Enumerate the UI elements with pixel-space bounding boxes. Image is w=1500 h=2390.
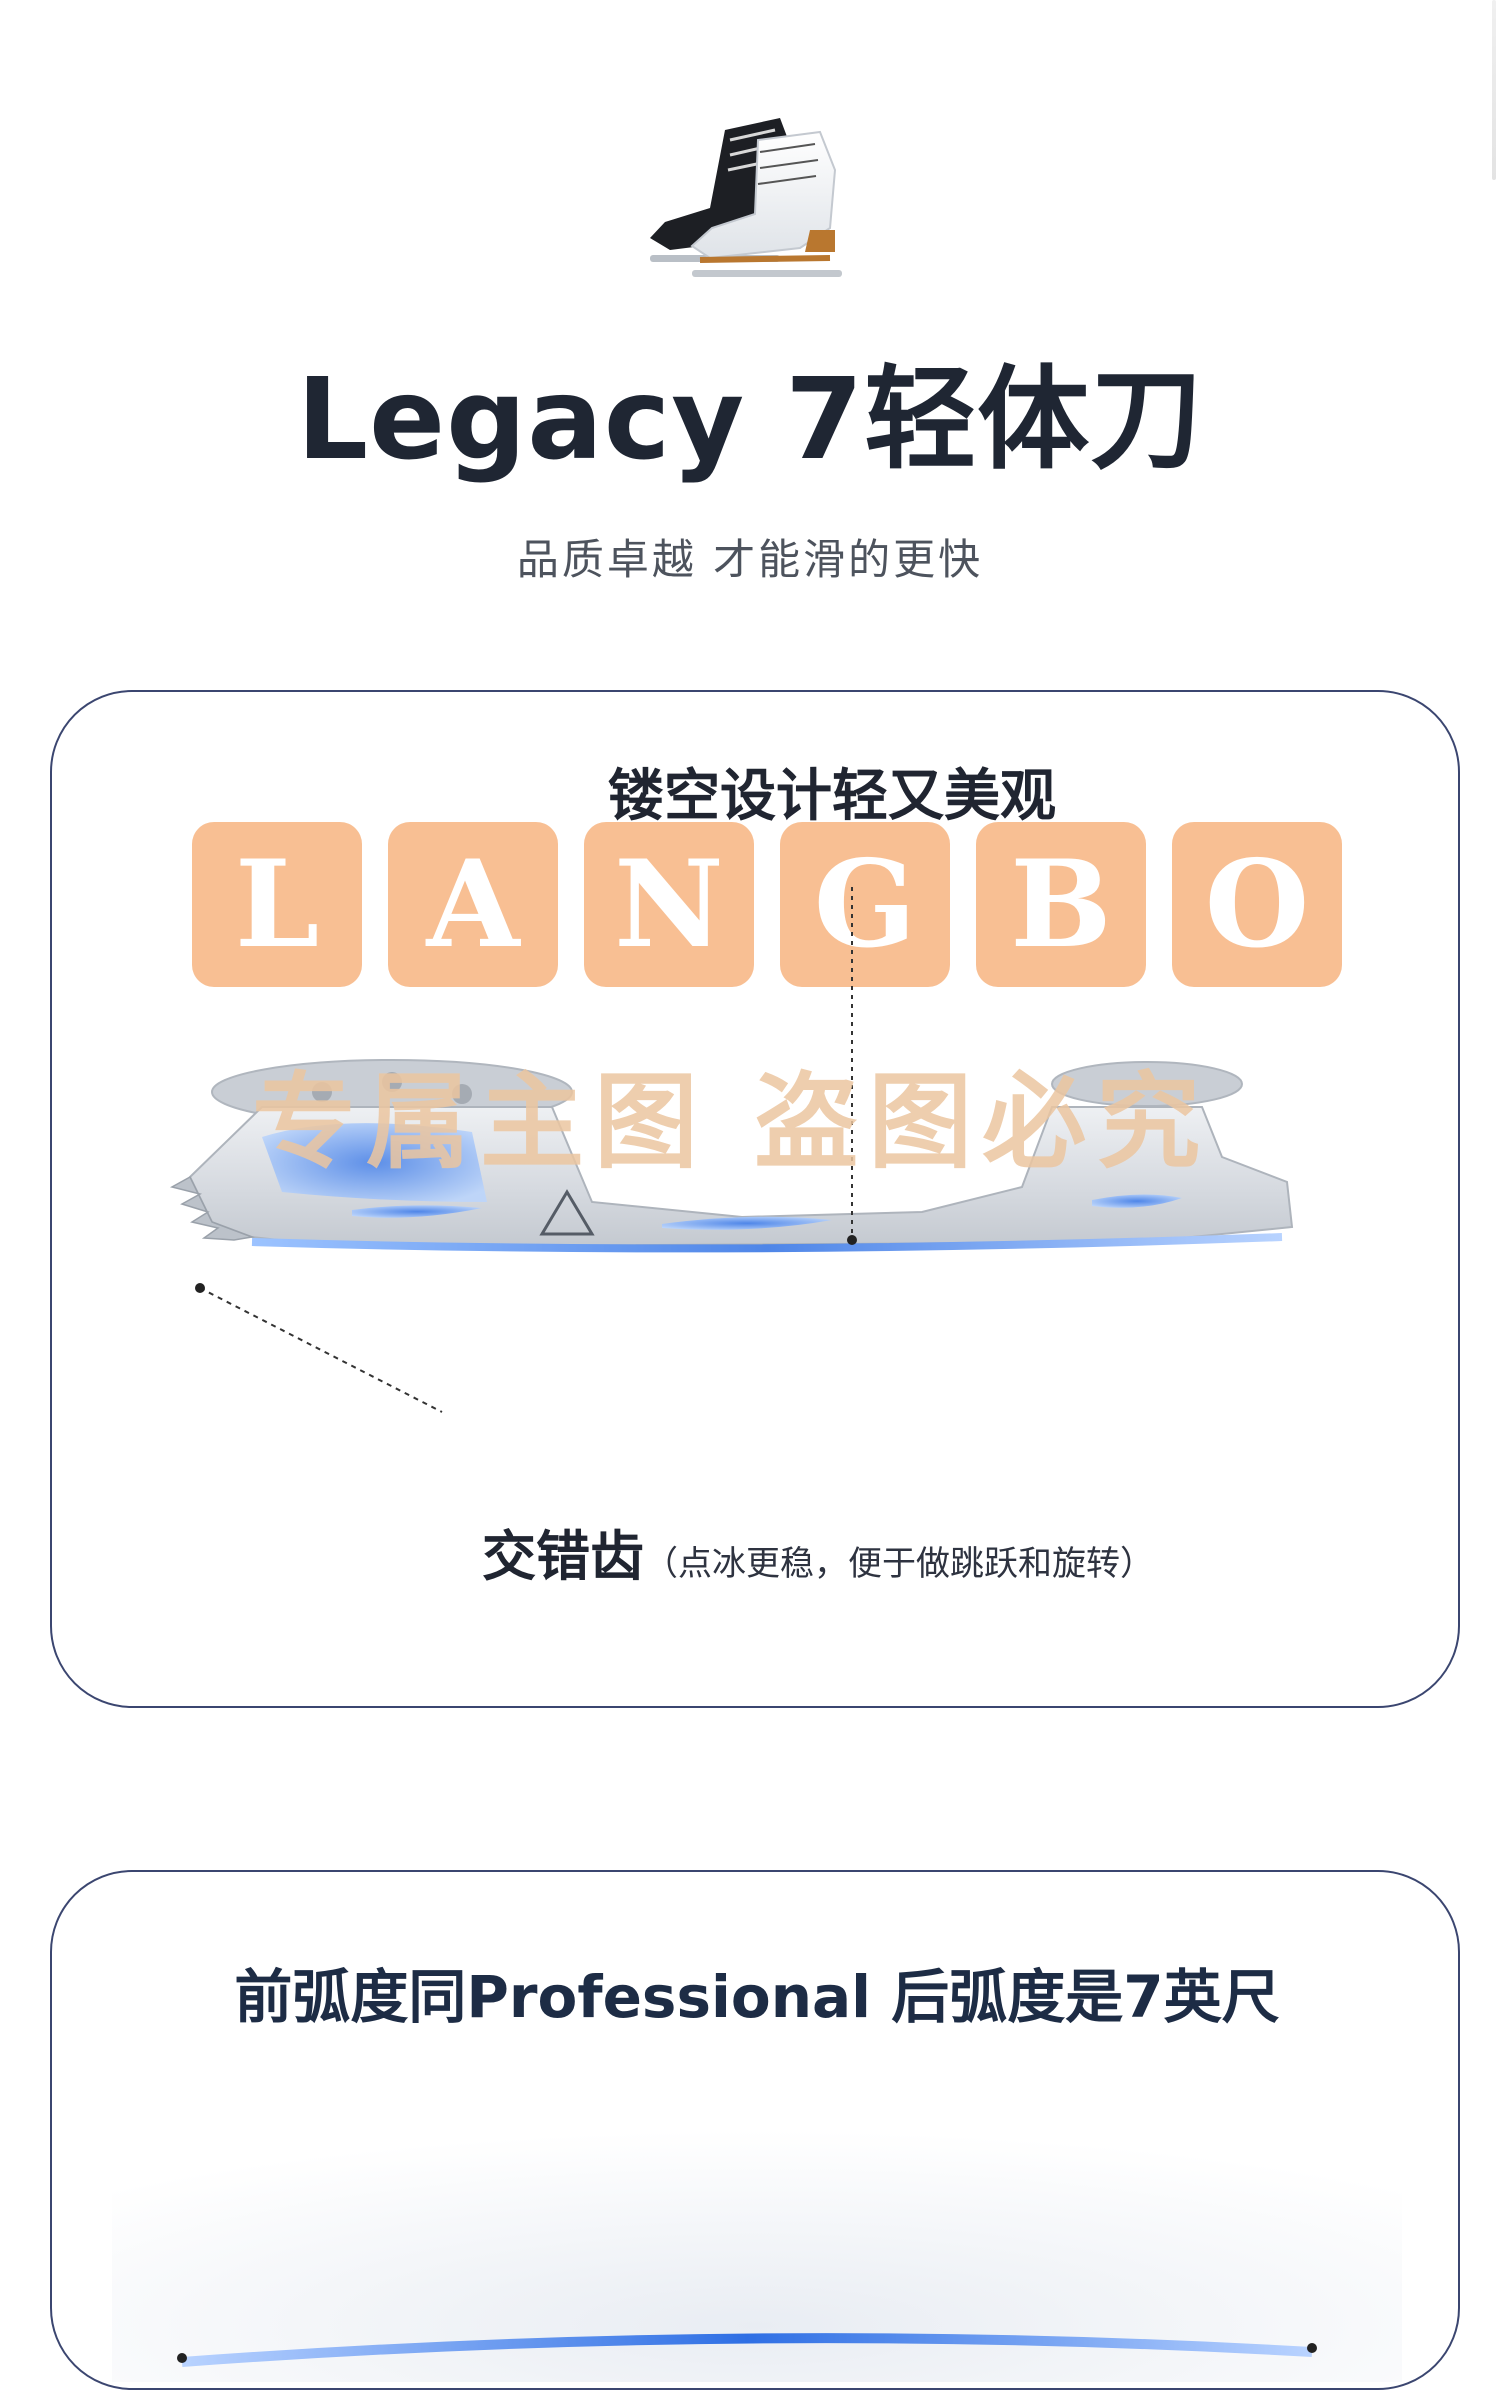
watermark-letter: N: [584, 822, 754, 987]
blade-illustration: [169, 1059, 1294, 1253]
teeth-label: 交错齿（点冰更稳，便于做跳跃和旋转）: [482, 1522, 1382, 1605]
cutout-callout-dot: [847, 1235, 857, 1245]
watermark-letter: O: [1172, 822, 1342, 987]
blade-rocker-illustration: [112, 2102, 1402, 2382]
scroll-edge: [1492, 0, 1496, 180]
watermark-letters: L A N G B O: [192, 822, 1392, 992]
teeth-callout-line: [199, 1287, 443, 1413]
rocker-feature-panel: 前弧度同Professional 后弧度是7英尺: [50, 1870, 1460, 2390]
teeth-label-title: 交错齿: [482, 1525, 644, 1588]
watermark-text: 专属主图 盗图必究: [252, 1060, 1211, 1183]
page-title: Legacy 7轻体刀: [296, 355, 1204, 485]
watermark-letter: L: [192, 822, 362, 987]
rocker-title: 前弧度同Professional 后弧度是7英尺: [234, 1963, 1280, 2031]
watermark-letter: B: [976, 822, 1146, 987]
blade-feature-panel: 镂空设计轻又美观 L A N G B O: [50, 690, 1460, 1708]
watermark-letter: A: [388, 822, 558, 987]
watermark-letter: G: [780, 822, 950, 987]
callout-lines: [195, 887, 857, 1413]
feature-title: 镂空设计轻又美观: [608, 764, 1056, 829]
teeth-label-note: （点冰更稳，便于做跳跃和旋转）: [644, 1544, 1154, 1584]
figure-skates-icon: [650, 118, 842, 277]
teeth-callout-dot: [195, 1283, 205, 1293]
page-subtitle: 品质卓越 才能滑的更快: [516, 535, 984, 584]
